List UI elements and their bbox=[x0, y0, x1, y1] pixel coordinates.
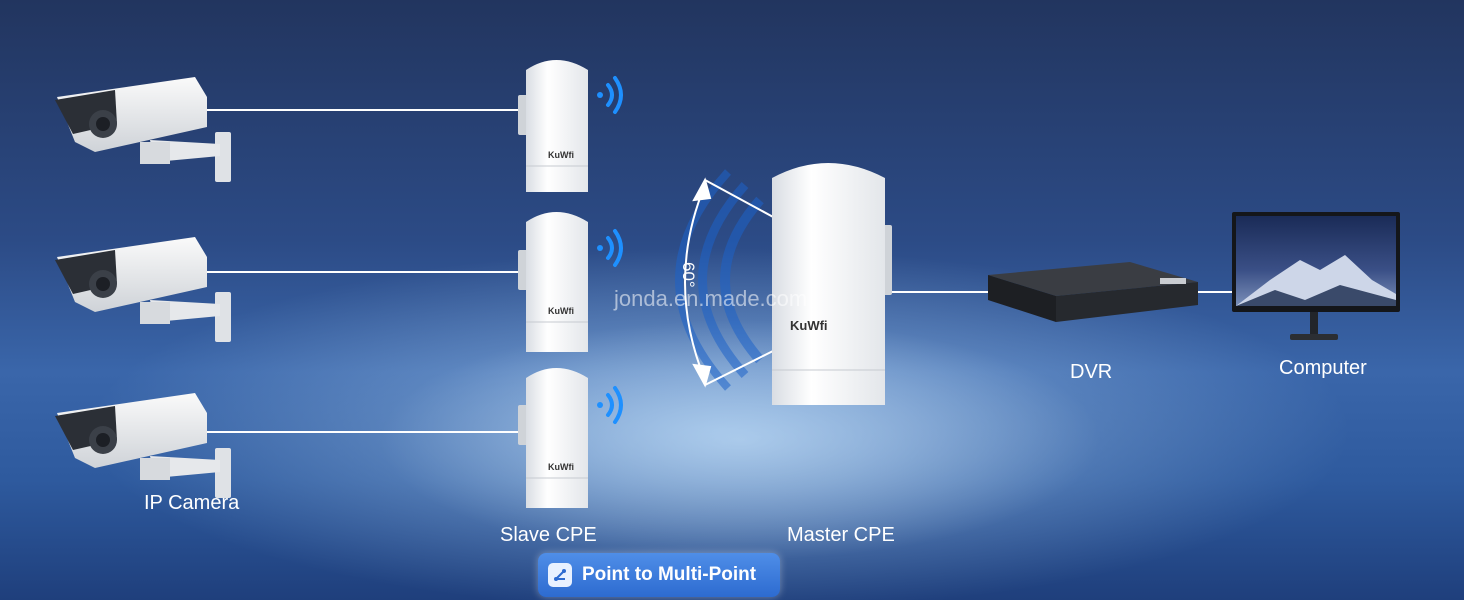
slave-cpe-1 bbox=[518, 60, 588, 192]
watermark: jonda.en.made.com bbox=[614, 286, 808, 311]
point-to-multipoint-badge: Point to Multi-Point bbox=[538, 553, 780, 597]
angle-label: 60° bbox=[679, 262, 698, 288]
angle-indicator bbox=[684, 177, 776, 388]
slave-cpe-2-brand: KuWfi bbox=[548, 306, 574, 316]
ip-camera-2 bbox=[55, 237, 231, 342]
network-icon bbox=[548, 563, 572, 587]
computer-monitor bbox=[1232, 212, 1400, 340]
master-cpe-label: Master CPE bbox=[787, 524, 895, 546]
badge-text: Point to Multi-Point bbox=[582, 564, 757, 585]
slave-cpe-3-brand: KuWfi bbox=[548, 462, 574, 472]
signal-beam bbox=[675, 169, 764, 391]
dvr-label: DVR bbox=[1070, 361, 1113, 383]
master-cpe bbox=[772, 163, 892, 405]
slave-cpe-label: Slave CPE bbox=[500, 524, 597, 546]
ip-camera-3 bbox=[55, 393, 231, 498]
computer-label: Computer bbox=[1279, 357, 1367, 379]
connection-lines bbox=[200, 109, 1232, 433]
wifi-icon bbox=[597, 76, 623, 424]
slave-cpe-3 bbox=[518, 368, 588, 508]
dvr-device bbox=[988, 262, 1198, 322]
slave-cpe-2 bbox=[518, 212, 588, 352]
ip-camera-label: IP Camera bbox=[144, 492, 240, 514]
slave-cpe-1-brand: KuWfi bbox=[548, 150, 574, 160]
ip-camera-1 bbox=[55, 77, 231, 182]
master-cpe-brand: KuWfi bbox=[790, 318, 828, 333]
